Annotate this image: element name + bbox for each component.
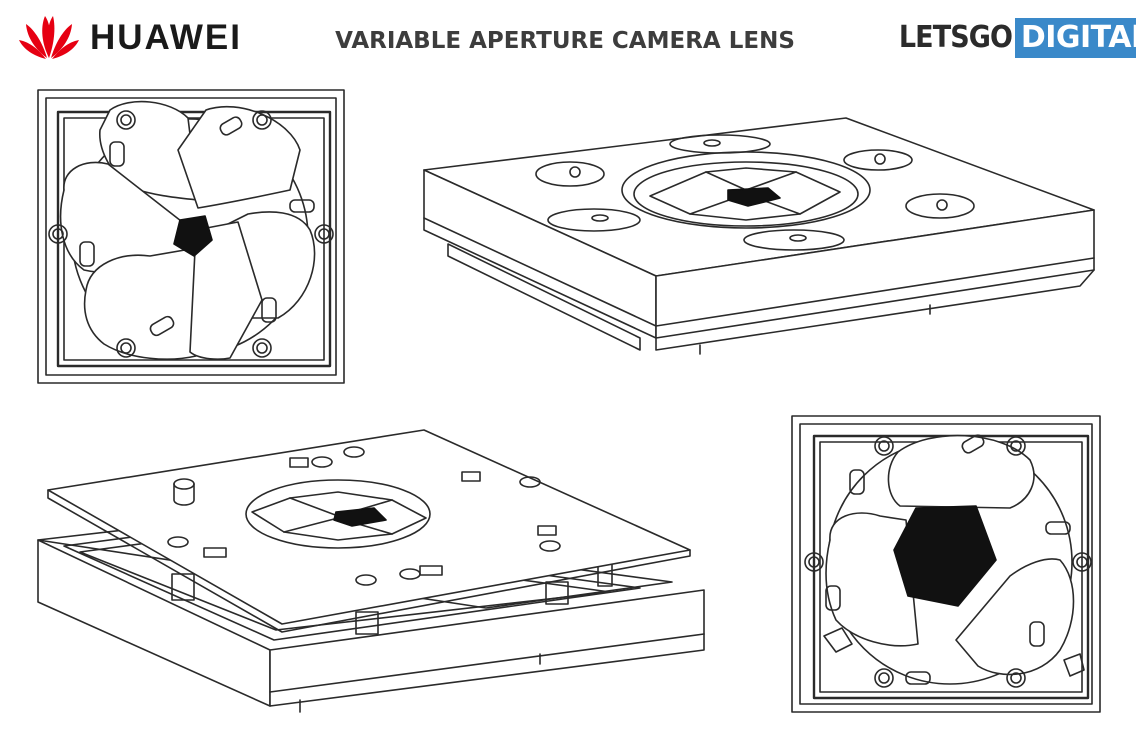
header: HUAWEI VARIABLE APERTURE CAMERA LENS LET… [0, 0, 1136, 80]
aperture-top-view-open [791, 415, 1101, 713]
module-exploded-view [37, 429, 705, 713]
huawei-wordmark: HUAWEI [90, 18, 242, 57]
huawei-flower-logo-icon [19, 16, 79, 59]
digital-wordmark: DIGITAL [1014, 18, 1136, 58]
letsgodigital-logo: LETSGO DIGITAL [886, 18, 1136, 58]
module-isometric-view [423, 117, 1095, 355]
letsgo-wordmark: LETSGO [898, 20, 1013, 55]
aperture-top-view-small [37, 89, 345, 384]
page-title: VARIABLE APERTURE CAMERA LENS [335, 28, 795, 54]
